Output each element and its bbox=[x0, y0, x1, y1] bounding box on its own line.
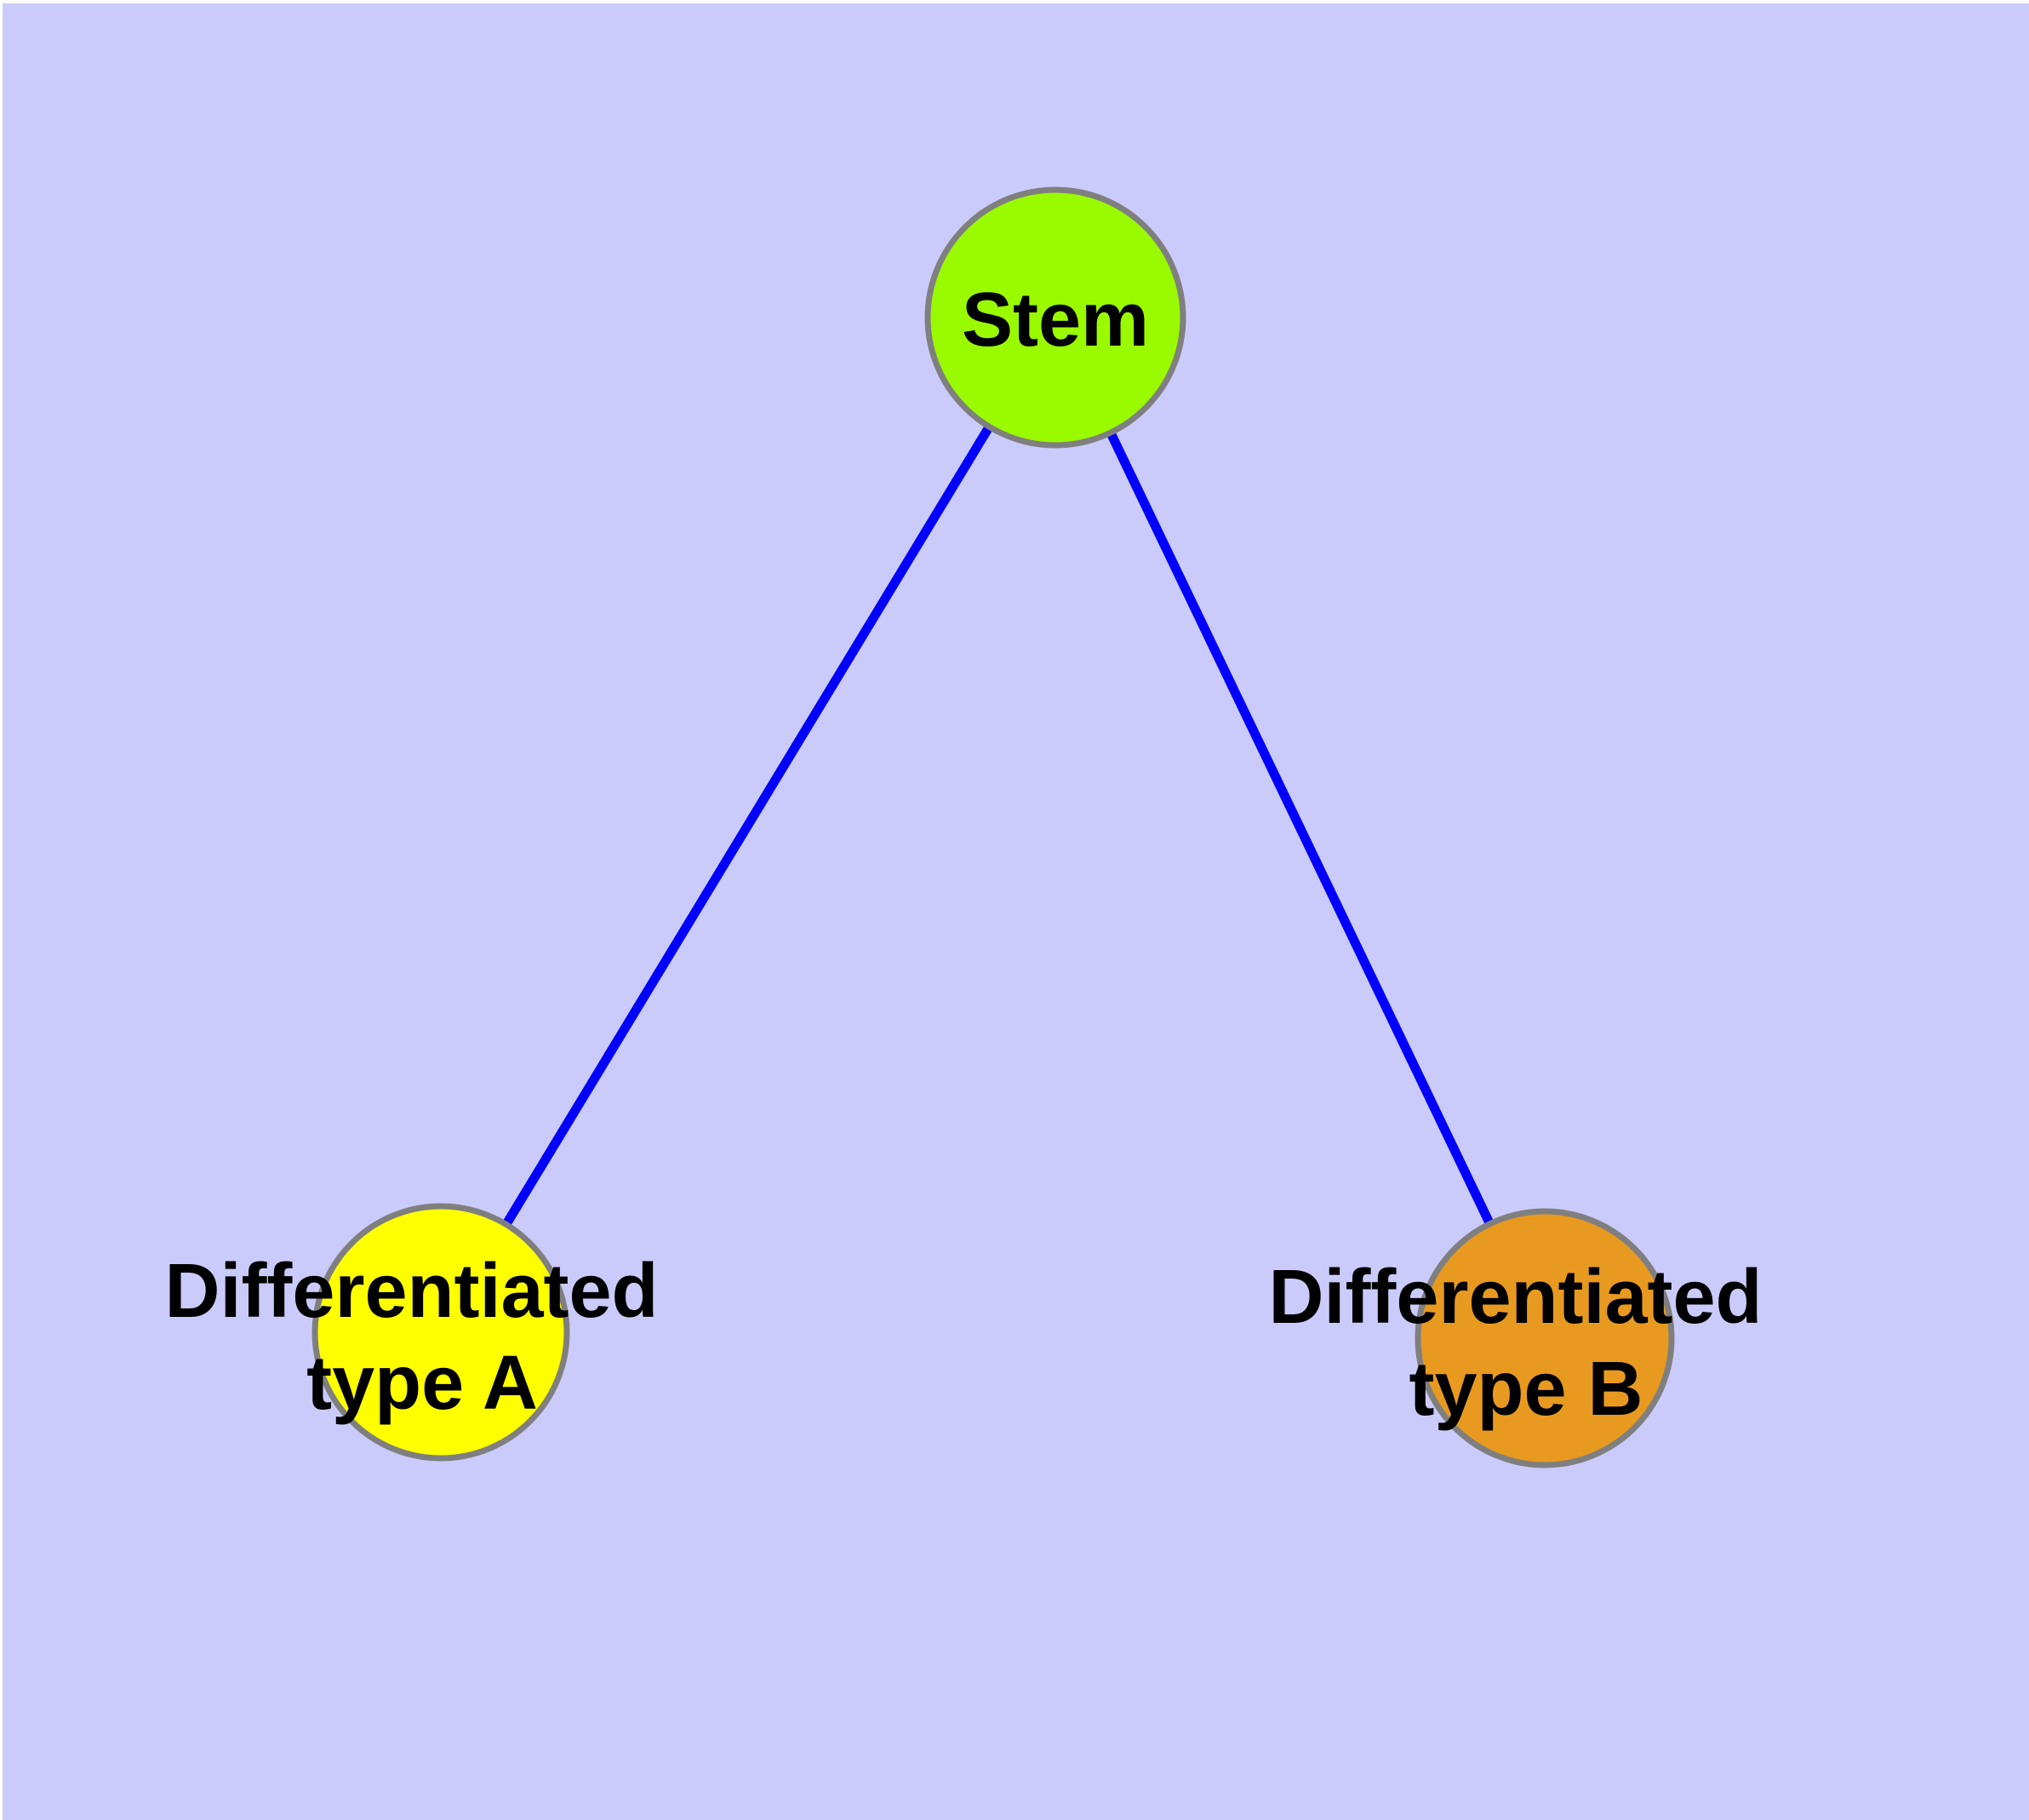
edge-stem-to-type-a bbox=[437, 315, 1060, 1335]
node-differentiated-type-a-label-line-2: type A bbox=[306, 1341, 538, 1426]
node-differentiated-type-a-label-line-1: Differentiated bbox=[164, 1249, 658, 1334]
node-differentiated-type-b-label-line-1: Differentiated bbox=[1268, 1255, 1762, 1340]
node-differentiated-type-a-label: Differentiated type A bbox=[164, 1249, 679, 1426]
edge-stem-to-type-b bbox=[1051, 315, 1549, 1341]
node-stem-label: Stem bbox=[962, 278, 1149, 363]
node-stem bbox=[924, 186, 1186, 449]
node-differentiated-type-b bbox=[1415, 1208, 1675, 1468]
node-differentiated-type-b-label: Differentiated type B bbox=[1268, 1255, 1783, 1432]
node-differentiated-type-b-label-line-2: type B bbox=[1409, 1347, 1643, 1432]
node-differentiated-type-a bbox=[311, 1203, 570, 1462]
